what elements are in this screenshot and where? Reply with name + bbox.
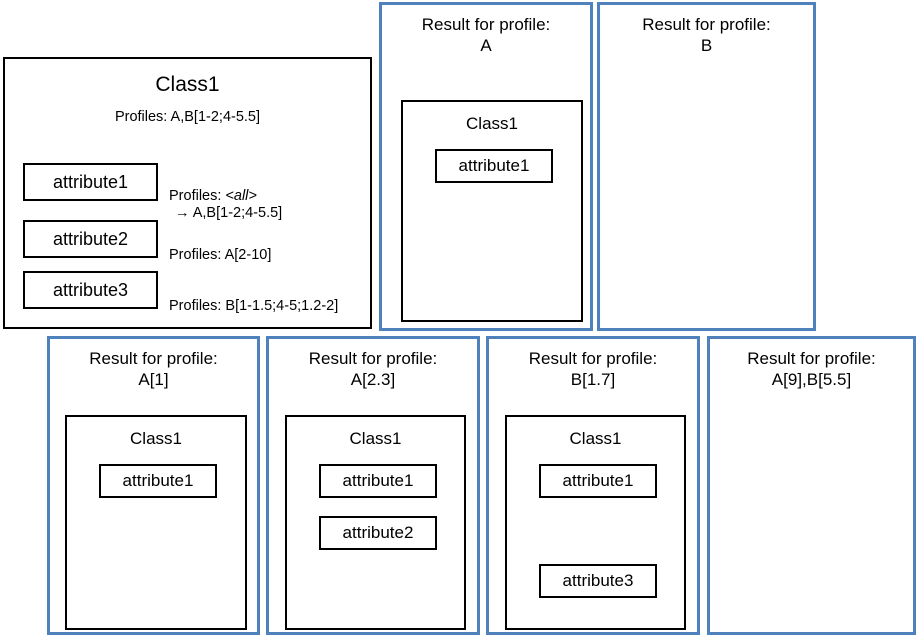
result-panel-B: Result for profile: B (597, 2, 816, 331)
result-panel-B-title-prefix: Result for profile: (642, 15, 771, 34)
result-panel-A9B55-title: Result for profile: A[9],B[5.5] (710, 348, 913, 390)
result-panel-B-profile: B (700, 36, 713, 55)
source-attribute-note-1-all: <all> (225, 188, 257, 204)
result-panel-B17-attribute-box-1: attribute1 (539, 464, 657, 498)
source-class-profiles: Profiles: A,B[1-2;4-5.5] (114, 109, 261, 125)
result-panel-A-attribute-box-1: attribute1 (435, 149, 553, 183)
result-panel-A23-title-prefix: Result for profile: (308, 349, 438, 368)
result-panel-A23-attribute-label-2: attribute2 (342, 523, 414, 542)
result-panel-A1-attribute-label-1: attribute1 (122, 471, 194, 490)
source-attribute-note-1-line2: → A,B[1-2;4-5.5] (175, 205, 283, 221)
source-attribute-label-2: attribute2 (52, 229, 129, 249)
result-panel-A23: Result for profile: A[2.3] Class1 attribu… (266, 336, 480, 635)
result-panel-A23-attribute-label-1: attribute1 (342, 471, 414, 490)
result-panel-A1-profile: A[1] (138, 370, 169, 389)
source-attribute-box-1: attribute1 (23, 163, 158, 201)
result-panel-A-class-box: Class1 attribute1 (401, 100, 583, 322)
result-panel-A9B55: Result for profile: A[9],B[5.5] (707, 336, 916, 635)
result-panel-A23-title: Result for profile: A[2.3] (269, 348, 477, 390)
source-attribute-label-1: attribute1 (52, 172, 129, 192)
source-attribute-note-1-line1: Profiles: (169, 188, 226, 204)
source-attribute-label-3: attribute3 (52, 280, 129, 300)
result-panel-A23-class-box: Class1 attribute1 attribute2 (285, 415, 466, 630)
source-attribute-note-1: Profiles: <all> → A,B[1-2;4-5.5] (169, 171, 379, 239)
source-class-title: Class1 (155, 73, 220, 96)
result-panel-A1-title: Result for profile: A[1] (50, 348, 257, 390)
result-panel-A1-class-title: Class1 (130, 429, 182, 448)
result-panel-B17-title-prefix: Result for profile: (528, 349, 658, 368)
source-attribute-box-3: attribute3 (23, 271, 158, 309)
result-panel-B17-attribute-label-2: attribute3 (562, 571, 634, 590)
result-panel-B17-profile: B[1.7] (570, 370, 616, 389)
result-panel-B17: Result for profile: B[1.7] Class1 attribu… (486, 336, 700, 635)
result-panel-B17-attribute-label-1: attribute1 (562, 471, 634, 490)
result-panel-A9B55-title-prefix: Result for profile: (747, 349, 876, 368)
result-panel-A: Result for profile: A Class1 attribute1 (379, 2, 593, 331)
result-panel-A-class-title: Class1 (466, 114, 518, 133)
result-panel-B-title: Result for profile: B (600, 14, 813, 56)
result-panel-A-attribute-label-1: attribute1 (458, 156, 530, 175)
result-panel-A23-attribute-box-2: attribute2 (319, 516, 437, 550)
result-panel-A-profile: A (480, 36, 492, 55)
result-panel-A23-attribute-box-1: attribute1 (319, 464, 437, 498)
source-attribute-note-3: Profiles: B[1-1.5;4-5;1.2-2] (169, 281, 384, 315)
result-panel-A-title-prefix: Result for profile: (421, 15, 551, 34)
result-panel-A1-title-prefix: Result for profile: (89, 349, 218, 368)
source-attribute-box-2: attribute2 (23, 220, 158, 258)
result-panel-A1-attribute-box-1: attribute1 (99, 464, 217, 498)
result-panel-A-title: Result for profile: A (382, 14, 590, 56)
result-panel-B17-class-title: Class1 (569, 429, 622, 448)
source-attribute-note-3-line1: Profiles: B[1-1.5;4-5;1.2-2] (169, 298, 339, 314)
result-panel-B17-class-box: Class1 attribute1 attribute3 (505, 415, 686, 630)
source-attribute-note-2: Profiles: A[2-10] (169, 230, 379, 264)
result-panel-A23-class-title: Class1 (349, 429, 402, 448)
result-panel-B17-attribute-box-2: attribute3 (539, 564, 657, 598)
source-class-box: Class1 Profiles: A,B[1-2;4-5.5] attribut… (3, 57, 372, 329)
result-panel-B17-title: Result for profile: B[1.7] (489, 348, 697, 390)
source-attribute-note-2-line1: Profiles: A[2-10] (169, 247, 272, 263)
result-panel-A1: Result for profile: A[1] Class1 attribute… (47, 336, 260, 635)
result-panel-A9B55-profile: A[9],B[5.5] (771, 370, 852, 389)
result-panel-A23-profile: A[2.3] (350, 370, 396, 389)
result-panel-A1-class-box: Class1 attribute1 (65, 415, 247, 630)
